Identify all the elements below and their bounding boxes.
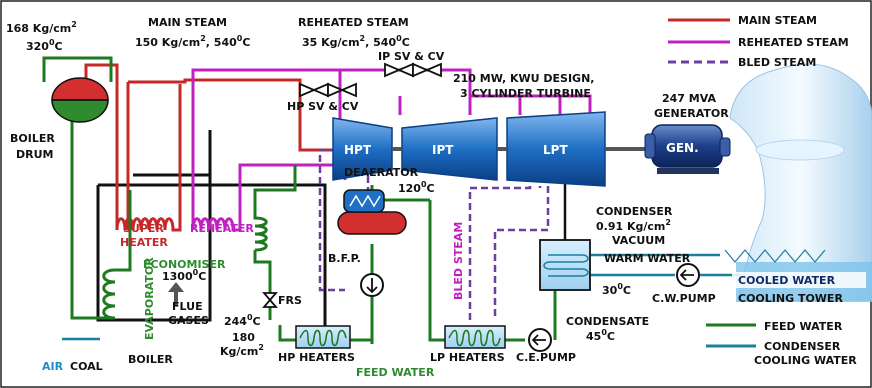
super-heater-label-2: HEATER xyxy=(120,236,168,249)
reheater-label: REHEATER xyxy=(190,222,254,235)
turbine-title-1: 210 MW, KWU DESIGN, xyxy=(453,72,594,85)
legend-condenser-cooling-2: COOLING WATER xyxy=(754,354,857,367)
frs-valve-icon xyxy=(262,292,278,308)
deaerator-icon xyxy=(337,189,407,235)
bfp-pump-icon xyxy=(360,273,384,297)
reheated-steam-conditions: 35 Kg/cm2, 5400C xyxy=(302,34,410,49)
feedwater-temp-label: 2440C xyxy=(224,313,261,328)
cw-pump-icon xyxy=(676,263,700,287)
boiler-drum-icon xyxy=(51,77,109,123)
lpt-label: LPT xyxy=(543,143,568,157)
feedwater-pressure-label: 180 xyxy=(232,331,255,344)
condensate-label: CONDENSATE xyxy=(566,315,649,328)
feed-water-lines xyxy=(42,56,557,344)
ip-turbine xyxy=(401,117,498,181)
cooled-water-label: COOLED WATER xyxy=(738,274,836,287)
lp-turbine xyxy=(506,111,606,187)
ce-pump-icon xyxy=(528,328,552,352)
main-steam-title: MAIN STEAM xyxy=(148,16,227,29)
legend-feed-water: FEED WATER xyxy=(764,320,843,333)
feed-water-bottom-label: FEED WATER xyxy=(356,366,435,379)
feedwater-pressure-unit: Kg/cm2 xyxy=(220,343,264,358)
ipt-label: IPT xyxy=(432,143,454,157)
ip-valve-icon xyxy=(384,62,442,78)
legend-reheated-steam: REHEATED STEAM xyxy=(738,36,849,49)
cooling-water-lines xyxy=(62,253,740,341)
warm-water-label: WARM WATER xyxy=(604,252,691,265)
evaporator-label: EVAPORATOR xyxy=(143,257,156,340)
ip-valve-label: IP SV & CV xyxy=(378,50,445,63)
legend-condenser-cooling-1: CONDENSER xyxy=(764,340,841,353)
cooling-tower-label: COOLING TOWER xyxy=(738,292,843,305)
generator-rating-1: 247 MVA xyxy=(662,92,717,105)
hp-heaters-label: HP HEATERS xyxy=(278,351,355,364)
hp-turbine xyxy=(332,117,393,181)
hp-valve-icon xyxy=(299,82,357,98)
hp-valve-label: HP SV & CV xyxy=(287,100,359,113)
condenser-pressure: 0.91 Kg/cm2 xyxy=(596,218,671,233)
boiler-drum-label-1: BOILER xyxy=(10,132,55,145)
bled-steam-vertical-label: BLED STEAM xyxy=(452,222,465,300)
condenser-vacuum: VACUUM xyxy=(612,234,665,247)
lp-heaters-icon xyxy=(444,325,506,349)
spray-icon xyxy=(724,249,826,263)
main-steam-conditions: 150 Kg/cm2, 5400C xyxy=(135,34,250,49)
ce-pump-label: C.E.PUMP xyxy=(516,351,576,364)
condenser-icon xyxy=(539,239,591,291)
flue-temp-label: 13000C xyxy=(162,268,206,283)
legend-main-steam: MAIN STEAM xyxy=(738,14,817,27)
deaerator-temp: 1200C xyxy=(398,180,435,195)
flue-gas-arrow-icon xyxy=(168,282,184,305)
air-label: AIR xyxy=(42,360,64,373)
bfp-label: B.F.P. xyxy=(328,252,361,265)
condensate-temp: 450C xyxy=(586,328,615,343)
boiler-drum-label-2: DRUM xyxy=(16,148,53,161)
legend-lines xyxy=(668,18,756,348)
deaerator-label: DEAERATOR xyxy=(344,166,419,179)
lp-heaters-label: LP HEATERS xyxy=(430,351,505,364)
reheated-steam-title: REHEATED STEAM xyxy=(298,16,409,29)
legend-bled-steam: BLED STEAM xyxy=(738,56,816,69)
cw-pump-label: C.W.PUMP xyxy=(652,292,716,305)
economiser-label: ECONOMISER xyxy=(143,258,226,271)
drum-pressure-label: 168 Kg/cm2 xyxy=(6,20,77,35)
frs-label: FRS xyxy=(278,294,302,307)
flue-gases-label-1: FLUE xyxy=(172,300,203,313)
condenser-title: CONDENSER xyxy=(596,205,673,218)
boiler-casing xyxy=(96,130,327,335)
drum-temp-label: 3200C xyxy=(26,38,63,53)
hpt-label: HPT xyxy=(344,143,372,157)
turbine-title-2: 3 CYLINDER TURBINE xyxy=(460,87,591,100)
cooled-water-bg xyxy=(732,272,866,288)
return-temp-label: 300C xyxy=(602,282,631,297)
cooling-tower xyxy=(729,63,872,302)
main-steam-lines xyxy=(84,63,333,232)
generator-icon xyxy=(644,124,731,174)
super-heater-label-1: SUPER xyxy=(123,222,164,235)
flue-gases-label-2: GASES xyxy=(168,314,209,327)
coal-label: COAL xyxy=(70,360,103,373)
hp-heaters-icon xyxy=(295,325,351,349)
boiler-label: BOILER xyxy=(128,353,173,366)
generator-label: GEN. xyxy=(666,141,699,155)
generator-rating-2: GENERATOR xyxy=(654,107,729,120)
